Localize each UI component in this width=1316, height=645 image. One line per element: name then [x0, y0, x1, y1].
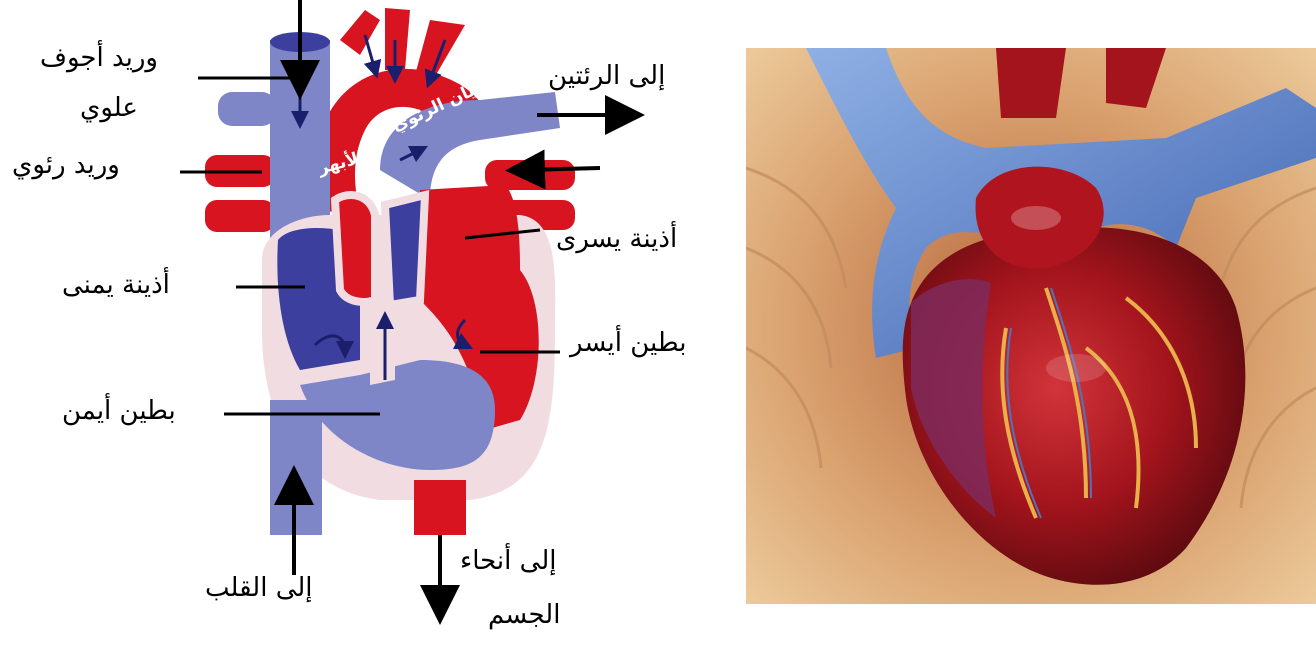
label-pulmonary-vein: وريد رئوي — [12, 152, 120, 178]
heart-illustration-drawing — [746, 48, 1316, 604]
label-left-atrium: أذينة يسرى — [556, 226, 677, 252]
heart-illustration — [746, 48, 1316, 604]
label-to-body: إلى أنحاء — [460, 548, 556, 574]
descending-aorta — [414, 480, 466, 535]
pulmonary-vein-left — [205, 155, 275, 232]
label-to-heart: إلى القلب — [205, 575, 313, 601]
label-superior-vena-cava: وريد أجوف — [40, 45, 158, 71]
label-right-ventricle: بطين أيمن — [62, 398, 176, 424]
label-superior-vena-cava-2: علوي — [80, 95, 138, 121]
label-right-atrium: أذينة يمنى — [62, 272, 170, 298]
label-left-ventricle: بطين أيسر — [570, 330, 686, 356]
label-to-body-2: الجسم — [488, 602, 560, 628]
label-to-lungs: إلى الرئتين — [548, 63, 665, 89]
